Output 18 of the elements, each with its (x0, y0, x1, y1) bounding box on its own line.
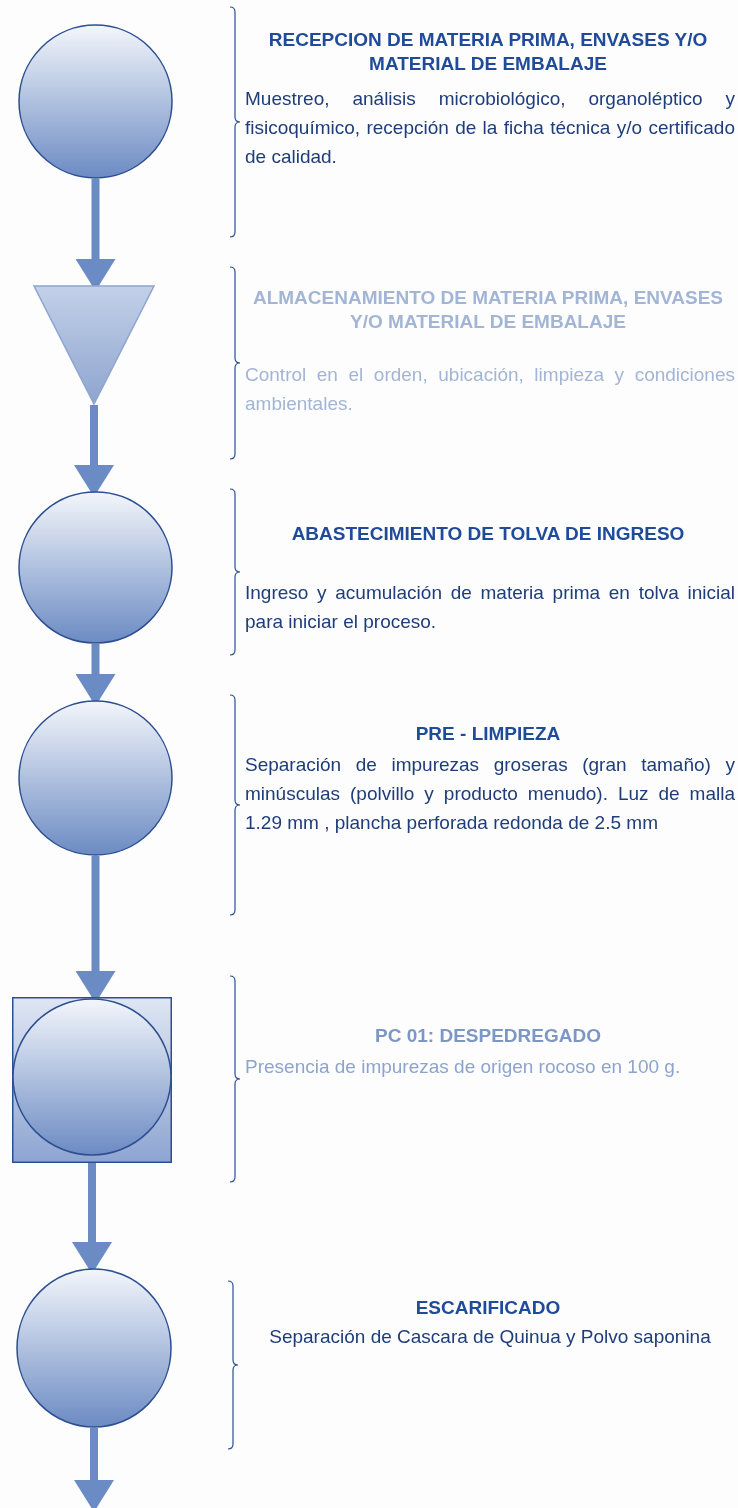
step-heading: RECEPCION DE MATERIA PRIMA, ENVASES Y/O MATERIAL DE EMBALAJE (267, 28, 709, 76)
step-description: Separación de Cascara de Quinua y Polvo saponina (268, 1325, 712, 1349)
storage-triangle (33, 285, 155, 405)
step-description: Muestreo, análisis microbiológico, organoléptico y fisicoquímico, recepción de la ficha técnica y/o certificado de calidad. (245, 87, 735, 169)
arrow (74, 1428, 114, 1508)
process-circle (18, 700, 173, 856)
process-circle (18, 491, 173, 644)
step-heading: ESCARIFICADO (414, 1296, 562, 1320)
step-description: Separación de impurezas groseras (gran tamaño) y minúsculas (polvillo y producto menudo). Luz de malla 1.29 mm , plancha perforada redonda de 2.5 mm (245, 753, 735, 835)
step-description: Ingreso y acumulación de materia prima en tolva inicial para iniciar el proceso. (245, 581, 735, 634)
step-heading: ALMACENAMIENTO DE MATERIA PRIMA, ENVASES Y/O MATERIAL DE EMBALAJE (251, 286, 725, 334)
process-circle (18, 24, 173, 179)
process-circle (16, 1268, 172, 1428)
step-description: Control en el orden, ubicación, limpieza y condiciones ambientales. (245, 363, 735, 416)
step-heading: ABASTECIMIENTO DE TOLVA DE INGRESO (290, 522, 686, 546)
step-heading: PRE - LIMPIEZA (414, 722, 562, 746)
step-heading: PC 01: DESPEDREGADO (374, 1024, 602, 1048)
step-description: Presencia de impurezas de origen rocoso en 100 g. (245, 1055, 682, 1079)
